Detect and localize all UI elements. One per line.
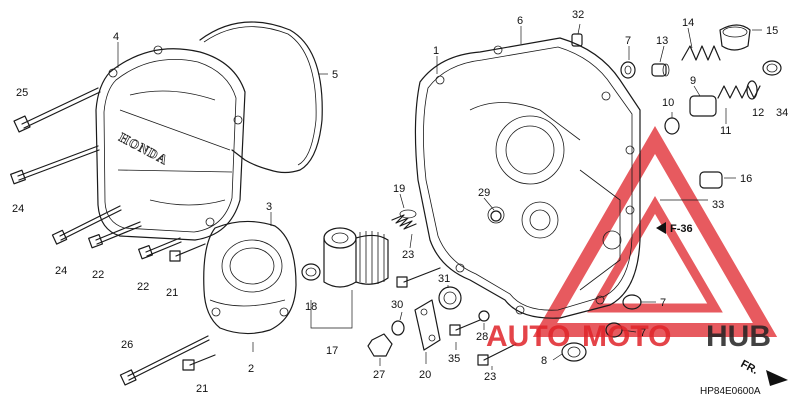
callout-28: 28 [476, 331, 488, 343]
callout-7-top: 7 [625, 35, 631, 47]
collar-7-top [620, 61, 636, 79]
callout-6: 6 [517, 15, 523, 27]
callout-4: 4 [113, 31, 119, 43]
oring-34 [762, 60, 782, 76]
gasket-ring [199, 21, 323, 174]
oil-filter [323, 227, 389, 288]
callout-29: 29 [478, 187, 490, 199]
callout-15: 15 [766, 25, 778, 37]
cover-brand-text: HONDA [117, 129, 171, 167]
callout-5: 5 [332, 69, 338, 81]
callout-16: 16 [740, 173, 752, 185]
pin-13 [651, 63, 670, 77]
callout-22-right: 22 [137, 281, 149, 293]
callout-17: 17 [326, 345, 338, 357]
callout-11: 11 [720, 125, 731, 137]
bolt-23-low [477, 343, 517, 366]
washer-30 [391, 320, 405, 336]
watermark-text: AUTO MOTO HUB [486, 320, 771, 353]
callout-13: 13 [656, 35, 668, 47]
bracket-17 [310, 290, 353, 329]
callout-26: 26 [121, 339, 133, 351]
bolt-35 [449, 319, 481, 336]
callout-3: 3 [266, 201, 272, 213]
callout-labels: 1 2 3 4 5 6 7 7 7 8 9 10 11 12 13 14 15 … [12, 9, 788, 395]
callout-23-mid: 23 [402, 249, 414, 261]
o-ring-18 [301, 263, 321, 281]
watermark-text-1: AUTO [486, 320, 570, 353]
washer-12 [746, 80, 758, 100]
callout-24-lower: 24 [55, 265, 67, 277]
nut-27 [367, 333, 393, 357]
spring-14 [681, 45, 721, 61]
right-crankcase-cover [414, 37, 641, 319]
leader-lines [117, 23, 762, 370]
reference-label: F-36 [670, 223, 693, 235]
seal-31 [438, 286, 462, 310]
collar-16 [699, 171, 723, 189]
callout-21-lower: 21 [196, 383, 208, 395]
callout-30: 30 [391, 299, 403, 311]
callout-33: 33 [712, 199, 724, 211]
cap-15 [719, 24, 751, 51]
callout-14: 14 [682, 17, 694, 29]
dowel-29 [490, 210, 502, 222]
watermark-text-3: HUB [706, 320, 771, 353]
callout-19: 19 [393, 183, 405, 195]
callout-34: 34 [776, 107, 788, 119]
spring-11 [717, 85, 761, 99]
front-arrow-icon [766, 370, 788, 386]
callout-21-upper: 21 [166, 287, 178, 299]
callout-7-mid: 7 [660, 297, 666, 309]
bolt-23-mid [396, 267, 441, 288]
collar-10 [664, 117, 680, 135]
callout-1: 1 [433, 45, 439, 57]
front-marker: FR. [739, 358, 788, 386]
oil-pump-cover [203, 220, 297, 335]
callout-35: 35 [448, 353, 460, 365]
callout-27: 27 [373, 369, 385, 381]
callout-18: 18 [305, 301, 317, 313]
callout-23-low: 23 [484, 371, 496, 383]
callout-10: 10 [662, 97, 674, 109]
callout-32: 32 [572, 9, 584, 21]
sleeve-9 [689, 95, 717, 117]
watermark-text-2: MOTO [582, 320, 671, 353]
plate-20 [414, 299, 441, 351]
washer-28 [478, 310, 490, 322]
bolts-left [10, 87, 216, 386]
callout-12: 12 [752, 107, 764, 119]
plug-8 [561, 342, 587, 362]
reference-arrow-icon [656, 222, 666, 234]
callout-8: 8 [541, 355, 547, 367]
callout-2: 2 [248, 363, 254, 375]
reference-f36: F-36 [656, 222, 693, 235]
watermark-logo [532, 126, 778, 337]
dowel-pin-32 [571, 33, 583, 47]
callout-25: 25 [16, 87, 28, 99]
diagram-code: HP84E0600A [700, 386, 761, 397]
oil-filter-spring [391, 209, 417, 230]
callout-31: 31 [438, 273, 450, 285]
callout-9: 9 [690, 75, 696, 87]
callout-22-left: 22 [92, 269, 104, 281]
callout-7-low: 7 [640, 327, 646, 339]
front-label: FR. [739, 358, 760, 377]
callout-24-upper: 24 [12, 203, 24, 215]
callout-20: 20 [419, 369, 431, 381]
